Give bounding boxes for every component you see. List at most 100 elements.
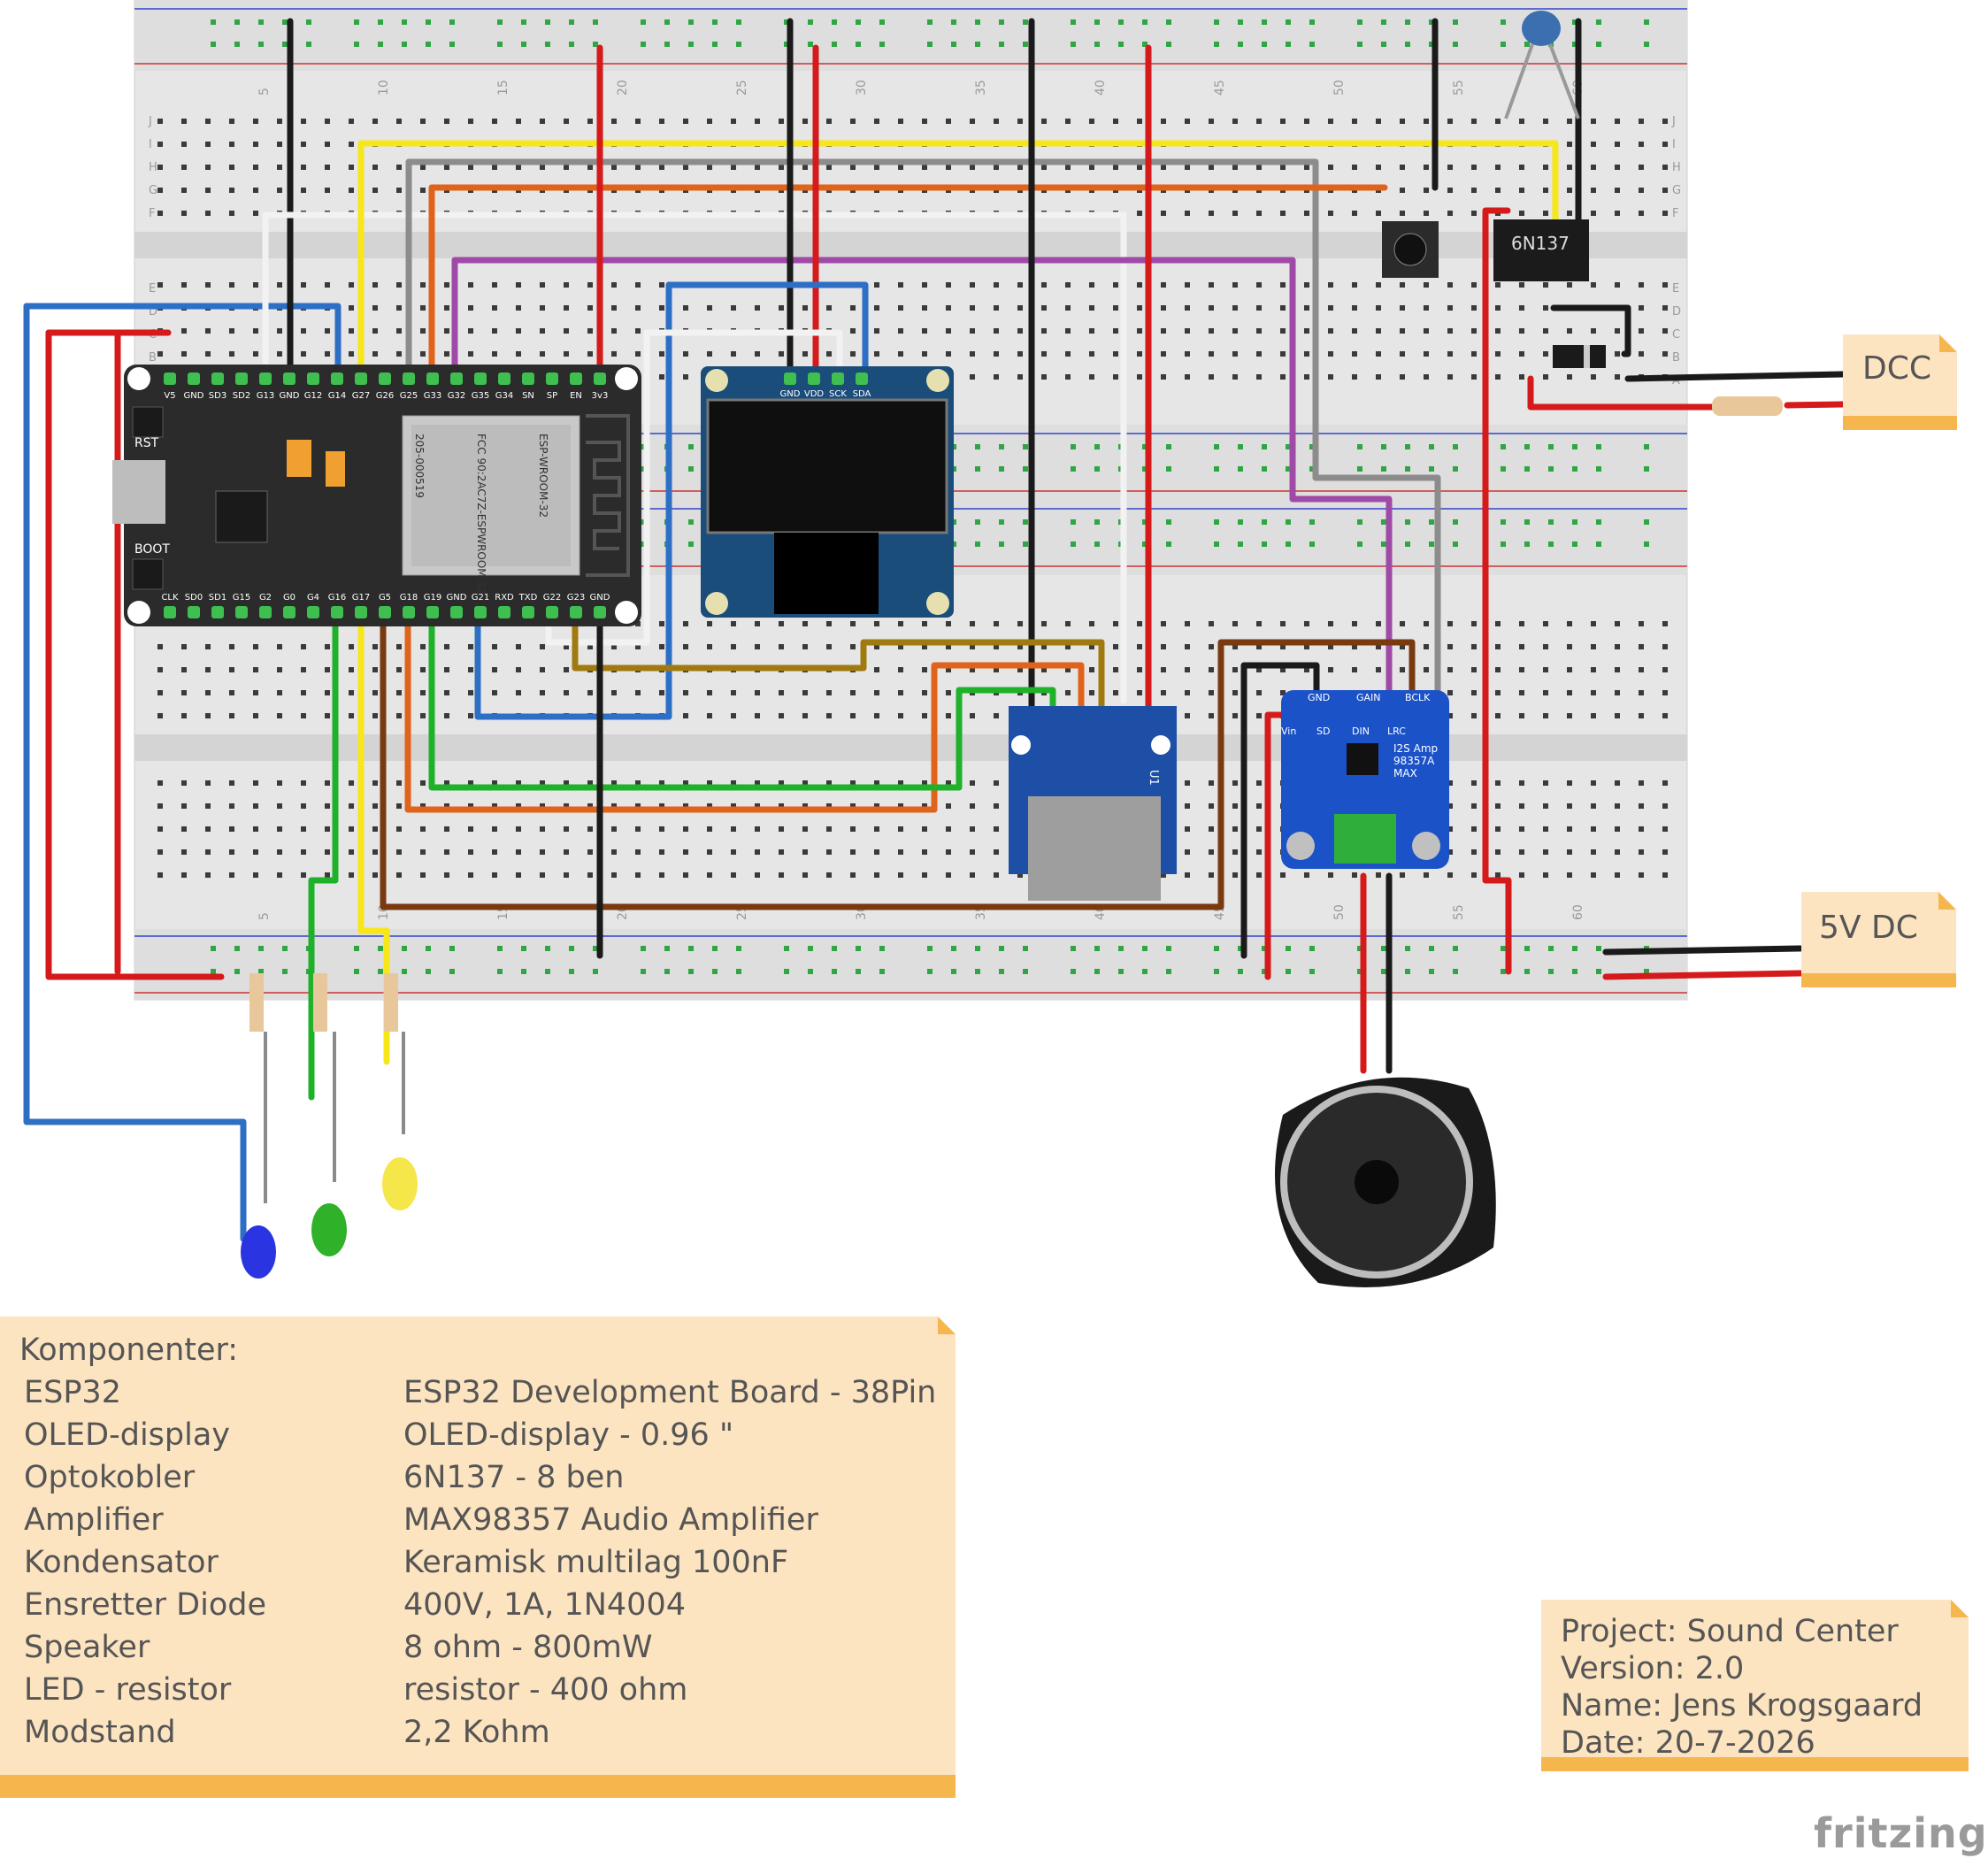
hole xyxy=(444,780,449,786)
hole xyxy=(1304,119,1309,124)
column-number: 50 xyxy=(1332,904,1347,920)
hole xyxy=(826,803,832,809)
hole xyxy=(1209,690,1214,695)
hole xyxy=(611,119,617,124)
component-name: Modstand xyxy=(24,1715,176,1750)
hole xyxy=(349,713,354,718)
hole xyxy=(659,351,664,357)
hole xyxy=(1017,621,1023,626)
hole xyxy=(564,305,569,311)
hole xyxy=(253,142,258,147)
rail-hole xyxy=(378,19,383,25)
rail-hole xyxy=(832,42,837,47)
hole xyxy=(1567,644,1572,649)
esp32-bottom-pin-label: G17 xyxy=(352,593,370,603)
hole xyxy=(1400,374,1405,380)
orange-wire xyxy=(404,612,1085,813)
hole xyxy=(1471,803,1477,809)
rail-hole xyxy=(856,969,861,974)
hole xyxy=(779,119,784,124)
hole xyxy=(611,282,617,288)
component-description: 2,2 Kohm xyxy=(403,1715,550,1750)
rail-hole xyxy=(1118,19,1124,25)
component-name: Kondensator xyxy=(24,1545,219,1580)
rail-hole xyxy=(234,42,240,47)
hole xyxy=(492,667,497,672)
hole xyxy=(1591,142,1596,147)
rail-hole xyxy=(1286,444,1291,449)
hole xyxy=(1471,826,1477,832)
rail-hole xyxy=(426,946,431,951)
hole xyxy=(492,803,497,809)
rail-hole xyxy=(1166,969,1171,974)
hole xyxy=(372,188,378,193)
rail-hole xyxy=(1023,519,1028,525)
hole xyxy=(1615,713,1620,718)
esp32-bottom-pin xyxy=(474,606,487,618)
column-number: 40 xyxy=(1094,80,1108,96)
component-description: 6N137 - 8 ben xyxy=(403,1460,625,1495)
rail-hole xyxy=(1405,42,1410,47)
rail-hole xyxy=(1405,444,1410,449)
hole xyxy=(1519,211,1524,216)
yellow-led xyxy=(382,1157,418,1210)
hole xyxy=(1209,872,1214,878)
hole xyxy=(1161,351,1166,357)
rail-hole xyxy=(1214,42,1219,47)
hole xyxy=(1256,621,1262,626)
module-shield xyxy=(411,425,571,566)
rail-hole xyxy=(497,19,503,25)
esp32-top-pin xyxy=(403,372,415,385)
hole xyxy=(1400,305,1405,311)
row-letter: H xyxy=(1672,161,1681,174)
hole xyxy=(1328,211,1333,216)
hole xyxy=(970,780,975,786)
rail-hole xyxy=(1214,444,1219,449)
hole xyxy=(755,780,760,786)
hole xyxy=(659,826,664,832)
hole xyxy=(1232,713,1238,718)
oled-pin xyxy=(784,372,796,385)
hole xyxy=(731,849,736,855)
rail-hole xyxy=(1309,969,1315,974)
hole xyxy=(1567,667,1572,672)
hole xyxy=(564,667,569,672)
hole xyxy=(1017,872,1023,878)
hole xyxy=(444,803,449,809)
hole xyxy=(372,282,378,288)
hole xyxy=(1615,667,1620,672)
hole xyxy=(1041,328,1047,334)
hole xyxy=(1161,282,1166,288)
oled-pin-label: GND xyxy=(780,389,801,399)
hole xyxy=(659,165,664,170)
hole xyxy=(1232,690,1238,695)
hole xyxy=(325,119,330,124)
esp32-bottom-pin-label: G15 xyxy=(233,593,250,603)
hole xyxy=(1543,305,1548,311)
rail-hole xyxy=(1286,969,1291,974)
hole xyxy=(1662,188,1668,193)
hole xyxy=(492,872,497,878)
speaker-terminal xyxy=(1334,814,1396,864)
hole xyxy=(635,690,641,695)
hole xyxy=(1591,667,1596,672)
rail-hole xyxy=(1262,541,1267,547)
rail-hole xyxy=(1596,946,1601,951)
hole xyxy=(1017,119,1023,124)
hole xyxy=(1376,644,1381,649)
rail-hole xyxy=(211,42,216,47)
hole xyxy=(1471,621,1477,626)
boot-button xyxy=(132,558,164,590)
rail-hole xyxy=(999,541,1004,547)
hole xyxy=(277,119,282,124)
hole xyxy=(1209,351,1214,357)
esp32-top-pin xyxy=(211,372,224,385)
rail-hole xyxy=(1429,19,1434,25)
hole xyxy=(564,165,569,170)
optocoupler xyxy=(1493,219,1589,281)
hole xyxy=(707,872,712,878)
hole xyxy=(516,165,521,170)
hole xyxy=(325,803,330,809)
hole xyxy=(994,374,999,380)
hole xyxy=(1089,328,1094,334)
